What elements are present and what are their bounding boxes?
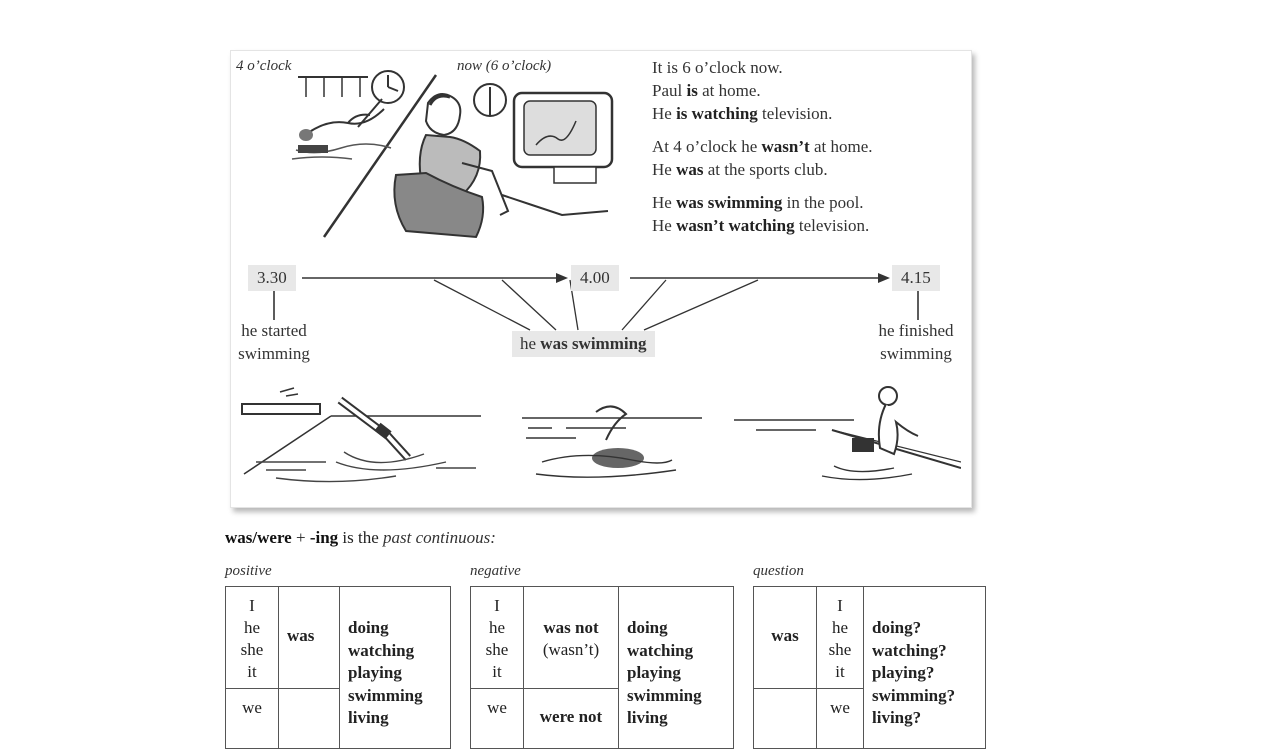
television-drawing <box>512 91 614 184</box>
aux-cell <box>278 688 340 749</box>
narrative-line: It is 6 o’clock now. <box>652 58 783 77</box>
pronoun-cell: I he she it <box>470 586 524 689</box>
timeline-arrows <box>273 273 919 331</box>
clock-icon <box>371 70 405 104</box>
finished-swimmer-drawing <box>734 386 961 481</box>
narrative-line: Paul is at home. <box>652 81 761 100</box>
caption-negative: negative <box>470 563 521 579</box>
positive-table: I he she it was doing watching playing s… <box>225 586 451 749</box>
narrative-line: At 4 o’clock he wasn’t at home. <box>652 137 873 156</box>
time-start: 3.30 <box>248 265 296 291</box>
paul-tv-illustration <box>291 70 614 239</box>
aux-cell <box>753 688 817 749</box>
pronoun-cell: I he she it <box>816 586 864 689</box>
label-was-swimming: he was swimming <box>512 331 655 357</box>
question-table: was I he she it doing? watching? playing… <box>753 586 986 749</box>
label-finished-swimming: he finished swimming <box>878 321 954 363</box>
swimmer-drawing <box>291 98 392 160</box>
pronoun-cell: I he she it <box>225 586 279 689</box>
aux-cell: was <box>278 586 340 689</box>
caption-positive: positive <box>225 563 272 579</box>
label-started-swimming: he started swimming <box>238 321 310 363</box>
aux-cell: was not (wasn’t) <box>523 586 619 689</box>
swimming-sequence-illustration <box>241 386 961 483</box>
aux-cell: was <box>753 586 817 689</box>
pronoun-cell: we <box>816 688 864 749</box>
verb-list-cell: doing watching playing swimming living <box>339 586 451 749</box>
pronoun-cell: we <box>225 688 279 749</box>
time-end: 4.15 <box>892 265 940 291</box>
verb-list-cell: doing watching playing swimming living <box>618 586 734 749</box>
aux-cell: were not <box>523 688 619 749</box>
caption-4-oclock: 4 o’clock <box>236 58 292 74</box>
pronoun-cell: we <box>470 688 524 749</box>
caption-now-6-oclock: now (6 o’clock) <box>457 58 552 74</box>
diver-drawing <box>337 396 411 461</box>
narrative-text: It is 6 o’clock now. Paul is at home. He i… <box>652 56 873 237</box>
intro-past-continuous: was/were + -ing is the past continuous: <box>225 528 496 547</box>
narrative-line: He is watching television. <box>652 104 833 123</box>
time-mid: 4.00 <box>571 265 619 291</box>
clock-icon <box>473 83 507 117</box>
negative-table: I he she it was not (wasn’t) doing watch… <box>470 586 734 749</box>
narrative-line: He wasn’t watching television. <box>652 216 870 235</box>
paul-drawing <box>393 93 609 239</box>
verb-list-cell: doing? watching? playing? swimming? livi… <box>863 586 986 749</box>
narrative-line: He was swimming in the pool. <box>652 193 864 212</box>
swimmer-drawing <box>522 405 702 478</box>
caption-question: question <box>753 563 804 579</box>
narrative-line: He was at the sports club. <box>652 160 828 179</box>
